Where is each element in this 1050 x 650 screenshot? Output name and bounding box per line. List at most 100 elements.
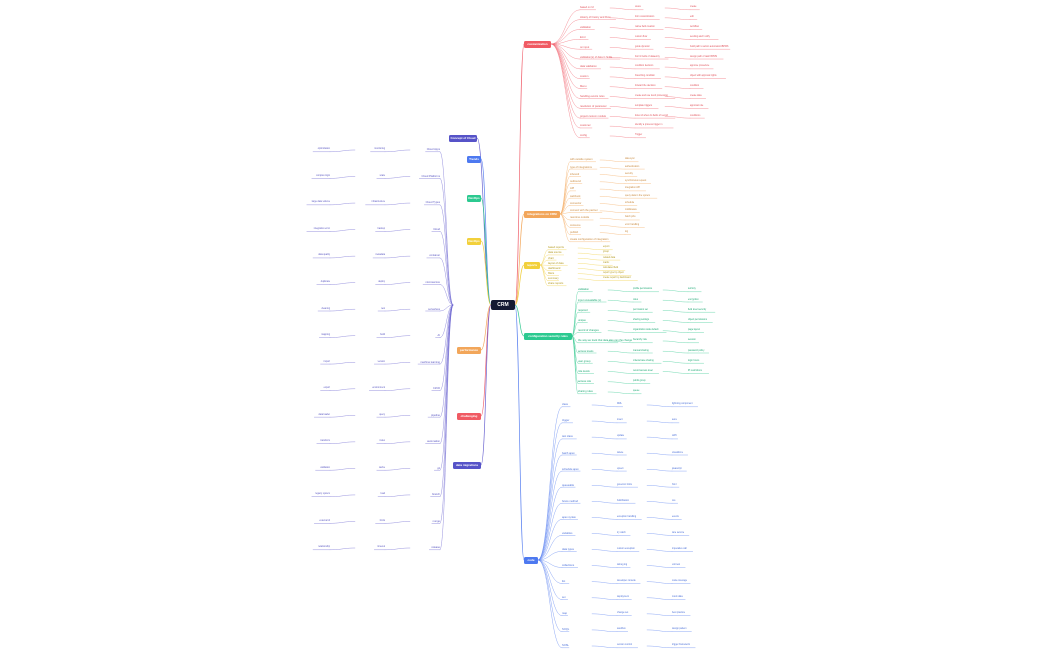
mind-map-node[interactable]: data sync xyxy=(625,158,635,161)
mind-map-node[interactable]: approve procedure xyxy=(690,65,710,68)
mind-map-node[interactable]: test class xyxy=(562,435,573,439)
mind-map-node[interactable]: queue xyxy=(633,390,640,393)
mind-map-node[interactable]: error handling xyxy=(625,223,640,226)
mind-map-node[interactable]: ticket of when do fields of record xyxy=(635,114,668,117)
mind-map-node[interactable]: sharing rules xyxy=(578,390,593,394)
mind-map-node[interactable]: metadata xyxy=(375,254,385,257)
mind-map-node[interactable]: validation(s) of data in fields xyxy=(580,55,613,59)
mind-map-node[interactable]: merge xyxy=(432,519,440,523)
mind-map-node[interactable]: timeout xyxy=(377,546,385,549)
mind-map-node[interactable]: query data in the system xyxy=(625,194,651,197)
mind-map-node[interactable]: container xyxy=(429,254,440,258)
mind-map-node[interactable]: matrix xyxy=(603,261,610,264)
mind-map-node[interactable]: set xyxy=(562,596,566,600)
mind-map-node[interactable]: required xyxy=(578,308,588,312)
mind-map-node[interactable]: create and use trend processing xyxy=(635,94,668,97)
mind-map-node[interactable]: large data volume xyxy=(311,201,330,204)
mind-map-node[interactable]: version xyxy=(377,360,385,363)
mind-map-node[interactable]: access levels xyxy=(578,349,594,353)
mind-map-node[interactable]: git xyxy=(437,466,440,470)
mind-map-node[interactable]: on input xyxy=(580,45,590,49)
mind-map-node[interactable]: Error xyxy=(580,35,586,39)
mind-map-node[interactable]: History of history and Flow xyxy=(580,16,611,20)
mind-map-node[interactable]: custom xyxy=(580,75,589,79)
mind-map-node[interactable]: try catch xyxy=(617,531,626,534)
mind-map-node[interactable]: export xyxy=(603,246,610,249)
mind-map-node[interactable]: mock data xyxy=(672,596,683,599)
mind-map-node[interactable]: password policy xyxy=(688,349,705,352)
mind-map-node[interactable]: native field creation xyxy=(635,25,655,28)
mind-map-node[interactable]: Cloud Types xyxy=(425,201,440,205)
mind-map-node[interactable]: update xyxy=(617,435,625,438)
mind-map-node[interactable]: data loader xyxy=(318,413,331,416)
mind-map-node[interactable]: identify a process trigger in xyxy=(635,124,663,127)
mind-map-node[interactable]: map xyxy=(562,612,568,616)
mind-map-node[interactable]: visualforce xyxy=(672,451,683,454)
mind-map-node[interactable]: approval rule xyxy=(690,104,704,107)
mind-map-node[interactable]: events xyxy=(672,515,679,518)
mind-map-node[interactable]: integration API xyxy=(625,187,640,190)
mind-map-node[interactable]: type of integrations xyxy=(570,165,592,169)
mind-map-node[interactable]: publish xyxy=(570,231,579,235)
mind-map-node[interactable]: build path to action automation/BPMS xyxy=(690,45,729,48)
mind-map-node[interactable]: validation xyxy=(320,466,330,469)
mind-map-node[interactable]: javascript xyxy=(672,467,682,470)
mind-map-node[interactable]: IP restrictions xyxy=(688,369,702,372)
mind-map-node[interactable]: outbound xyxy=(570,180,581,184)
branch-node[interactable]: reports xyxy=(524,261,540,269)
mind-map-node[interactable]: relationship xyxy=(318,546,330,549)
mind-map-node[interactable]: data validation xyxy=(580,65,597,69)
mind-map-node[interactable]: data quality xyxy=(318,254,330,257)
branch-node[interactable]: integrations on CRM xyxy=(524,210,560,218)
mind-map-node[interactable]: related data xyxy=(603,256,616,259)
mind-map-node[interactable]: change set xyxy=(617,612,629,615)
mind-map-node[interactable]: create data xyxy=(690,94,702,97)
mind-map-node[interactable]: pipeline xyxy=(431,413,440,417)
mind-map-node[interactable]: list xyxy=(562,580,566,584)
mind-map-node[interactable]: create report by dashboard xyxy=(603,277,631,280)
mind-map-node[interactable]: territory xyxy=(688,288,696,291)
mind-map-node[interactable]: apex syntax xyxy=(562,515,576,519)
mind-map-node[interactable]: public group xyxy=(633,380,646,383)
mind-map-node[interactable]: report type by object xyxy=(603,272,624,274)
mind-map-node[interactable]: consume xyxy=(570,223,581,227)
mind-map-node[interactable]: complex logic xyxy=(316,174,330,177)
mind-map-node[interactable]: Menu xyxy=(580,85,587,89)
branch-node[interactable]: performance xyxy=(457,346,481,354)
mind-map-node[interactable]: Cloud Apps xyxy=(426,148,440,152)
mind-map-node[interactable]: webhook xyxy=(570,194,581,198)
mind-map-node[interactable]: release xyxy=(431,546,440,550)
mind-map-node[interactable]: input unavailable (s) xyxy=(578,298,602,302)
mind-map-root[interactable]: CRM xyxy=(491,300,515,310)
mind-map-node[interactable]: record access level xyxy=(633,369,653,372)
mind-map-node[interactable]: connector xyxy=(570,201,582,205)
mind-map-node[interactable]: unit test xyxy=(672,563,681,566)
mind-map-node[interactable]: authentication xyxy=(625,165,640,168)
mind-map-node[interactable]: customer xyxy=(580,124,591,128)
mind-map-node[interactable]: encryption xyxy=(688,298,699,301)
mind-map-node[interactable]: monitoring xyxy=(374,148,385,151)
mind-map-node[interactable]: external id xyxy=(319,519,330,522)
mind-map-node[interactable]: dashboard xyxy=(548,266,561,270)
mind-map-node[interactable]: wire service xyxy=(672,531,685,534)
mind-map-node[interactable]: object with approval rights xyxy=(690,75,717,78)
mind-map-node[interactable]: validation xyxy=(578,288,589,292)
mind-map-node[interactable]: template triggers xyxy=(635,104,653,107)
mind-map-node[interactable]: load xyxy=(380,493,385,496)
mind-map-node[interactable]: sharing settings xyxy=(633,318,650,321)
mind-map-node[interactable]: custom flow xyxy=(635,35,648,38)
branch-node[interactable]: customization xyxy=(524,40,551,48)
mind-map-node[interactable]: API xyxy=(570,187,575,191)
mind-map-node[interactable]: test xyxy=(381,307,385,310)
mind-map-node[interactable]: session xyxy=(688,339,696,342)
mind-map-node[interactable]: version control xyxy=(617,644,632,647)
mind-map-node[interactable]: condition xyxy=(690,85,700,88)
mind-map-node[interactable]: scale xyxy=(379,174,385,177)
mind-map-node[interactable]: sandbox xyxy=(617,628,626,631)
mind-map-node[interactable]: share reports xyxy=(548,282,564,286)
mind-map-node[interactable]: branch xyxy=(432,493,440,497)
mind-map-node[interactable]: filters xyxy=(548,272,555,275)
mind-map-node[interactable]: transform xyxy=(320,440,330,443)
mind-map-node[interactable]: project custom module xyxy=(580,114,607,118)
branch-node[interactable]: challenging xyxy=(457,412,481,420)
